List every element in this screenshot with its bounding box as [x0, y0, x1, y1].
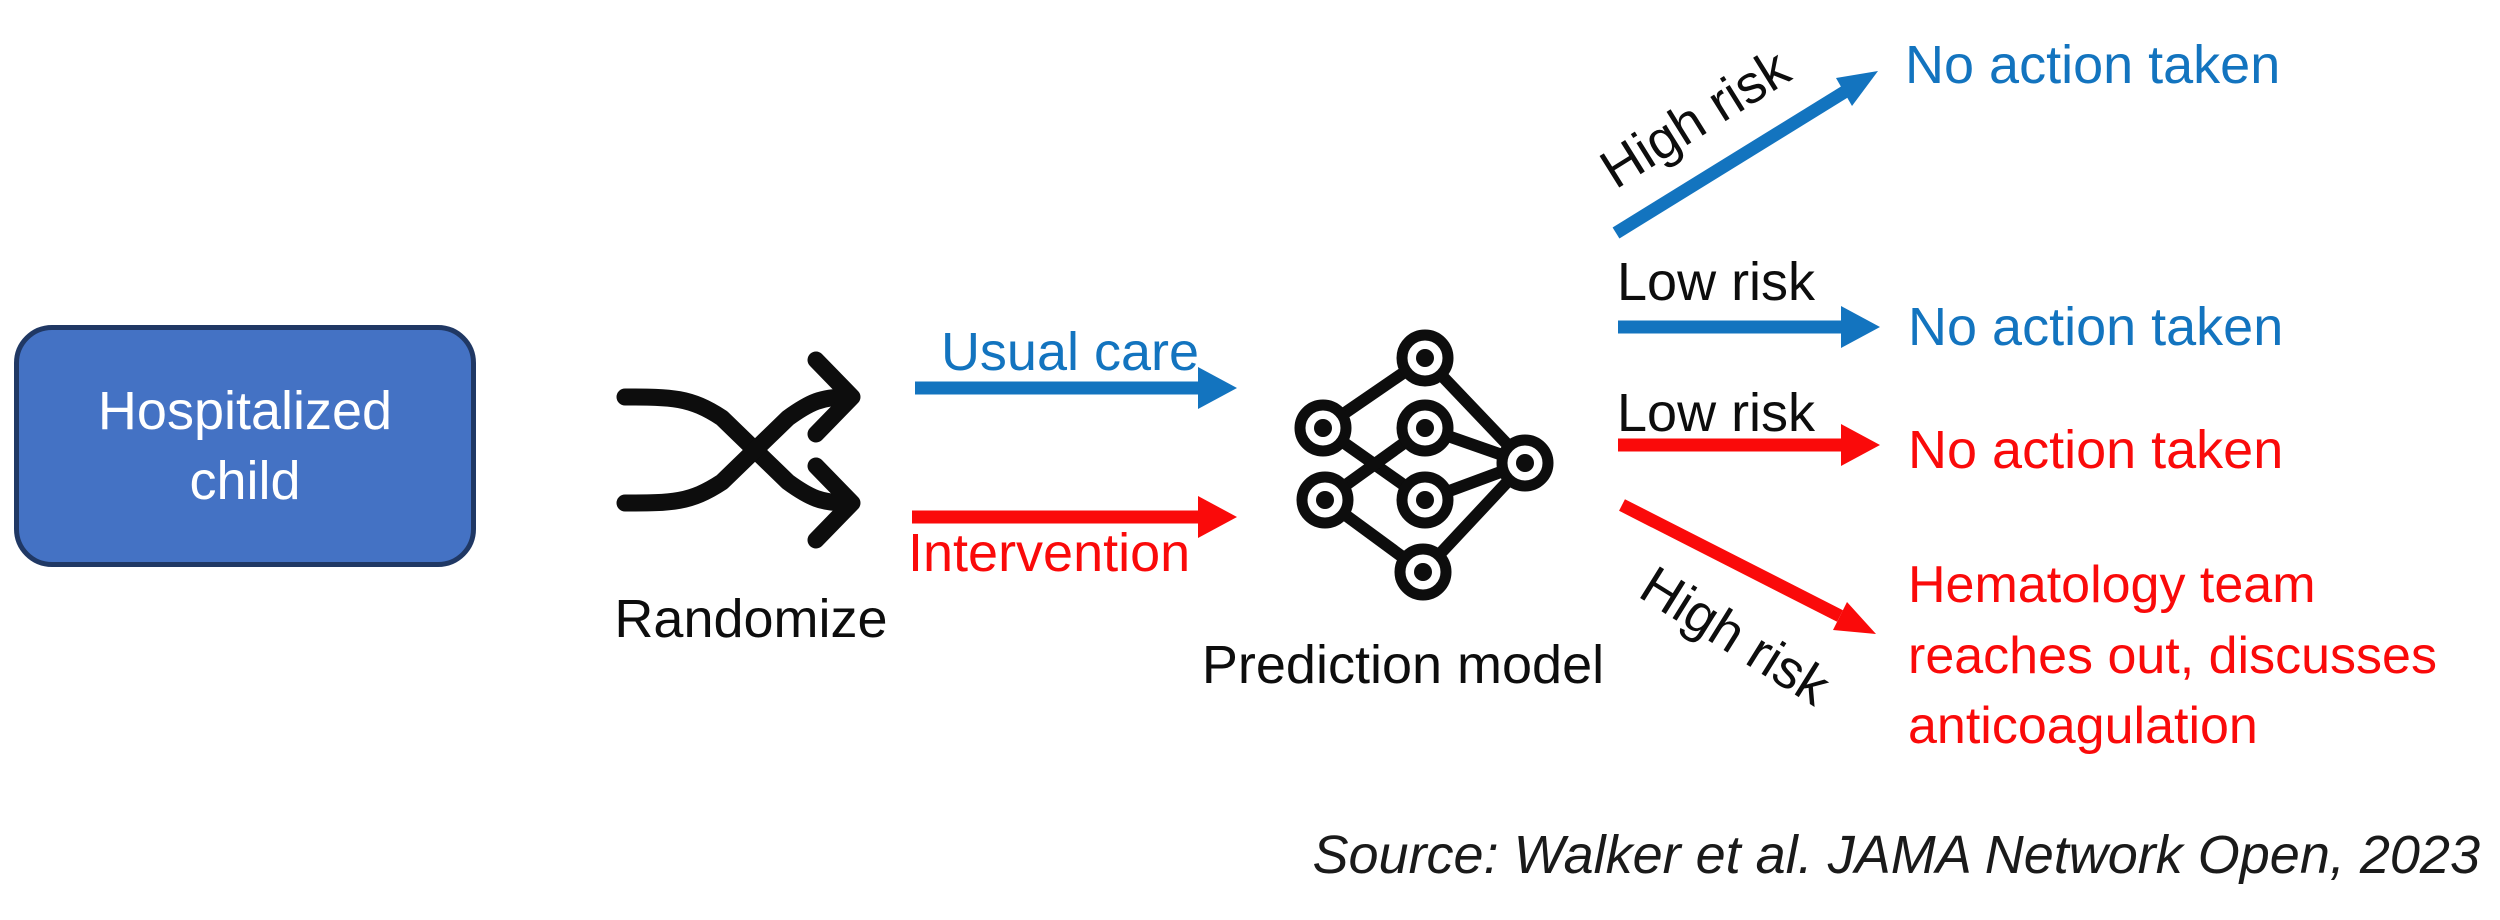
source-citation: Source: Walker et al. JAMA Network Open,…: [1312, 825, 2480, 885]
usual-care-label: Usual care: [940, 322, 1200, 382]
prediction-model-label: Prediction model: [1201, 635, 1605, 695]
outcome-intervention-low-risk: No action taken: [1908, 420, 2284, 480]
usual-care-arrow: [915, 367, 1237, 409]
high-risk-arrow-usual-care: [1612, 71, 1878, 239]
low-risk-label-usual-care: Low risk: [1617, 252, 1816, 312]
randomize-label: Randomize: [614, 589, 888, 649]
low-risk-label-intervention: Low risk: [1617, 383, 1816, 443]
shuffle-icon: [616, 351, 861, 549]
intervention-arrow: [912, 496, 1237, 538]
hospitalized-child-label: Hospitalized child: [97, 380, 393, 511]
outcome-usual-care-low-risk: No action taken: [1908, 297, 2284, 357]
low-risk-arrow-usual-care: [1618, 306, 1880, 348]
intervention-label: Intervention: [908, 523, 1191, 583]
neural-network-icon: [1294, 329, 1554, 601]
outcome-usual-care-high-risk: No action taken: [1905, 35, 2281, 95]
hospitalized-child-box: Hospitalized child: [14, 325, 476, 567]
low-risk-arrow-intervention: [1618, 424, 1880, 466]
high-risk-arrow-intervention: [1619, 499, 1876, 634]
outcome-intervention-high-risk: Hematology team reaches out, discusses a…: [1908, 556, 2437, 756]
